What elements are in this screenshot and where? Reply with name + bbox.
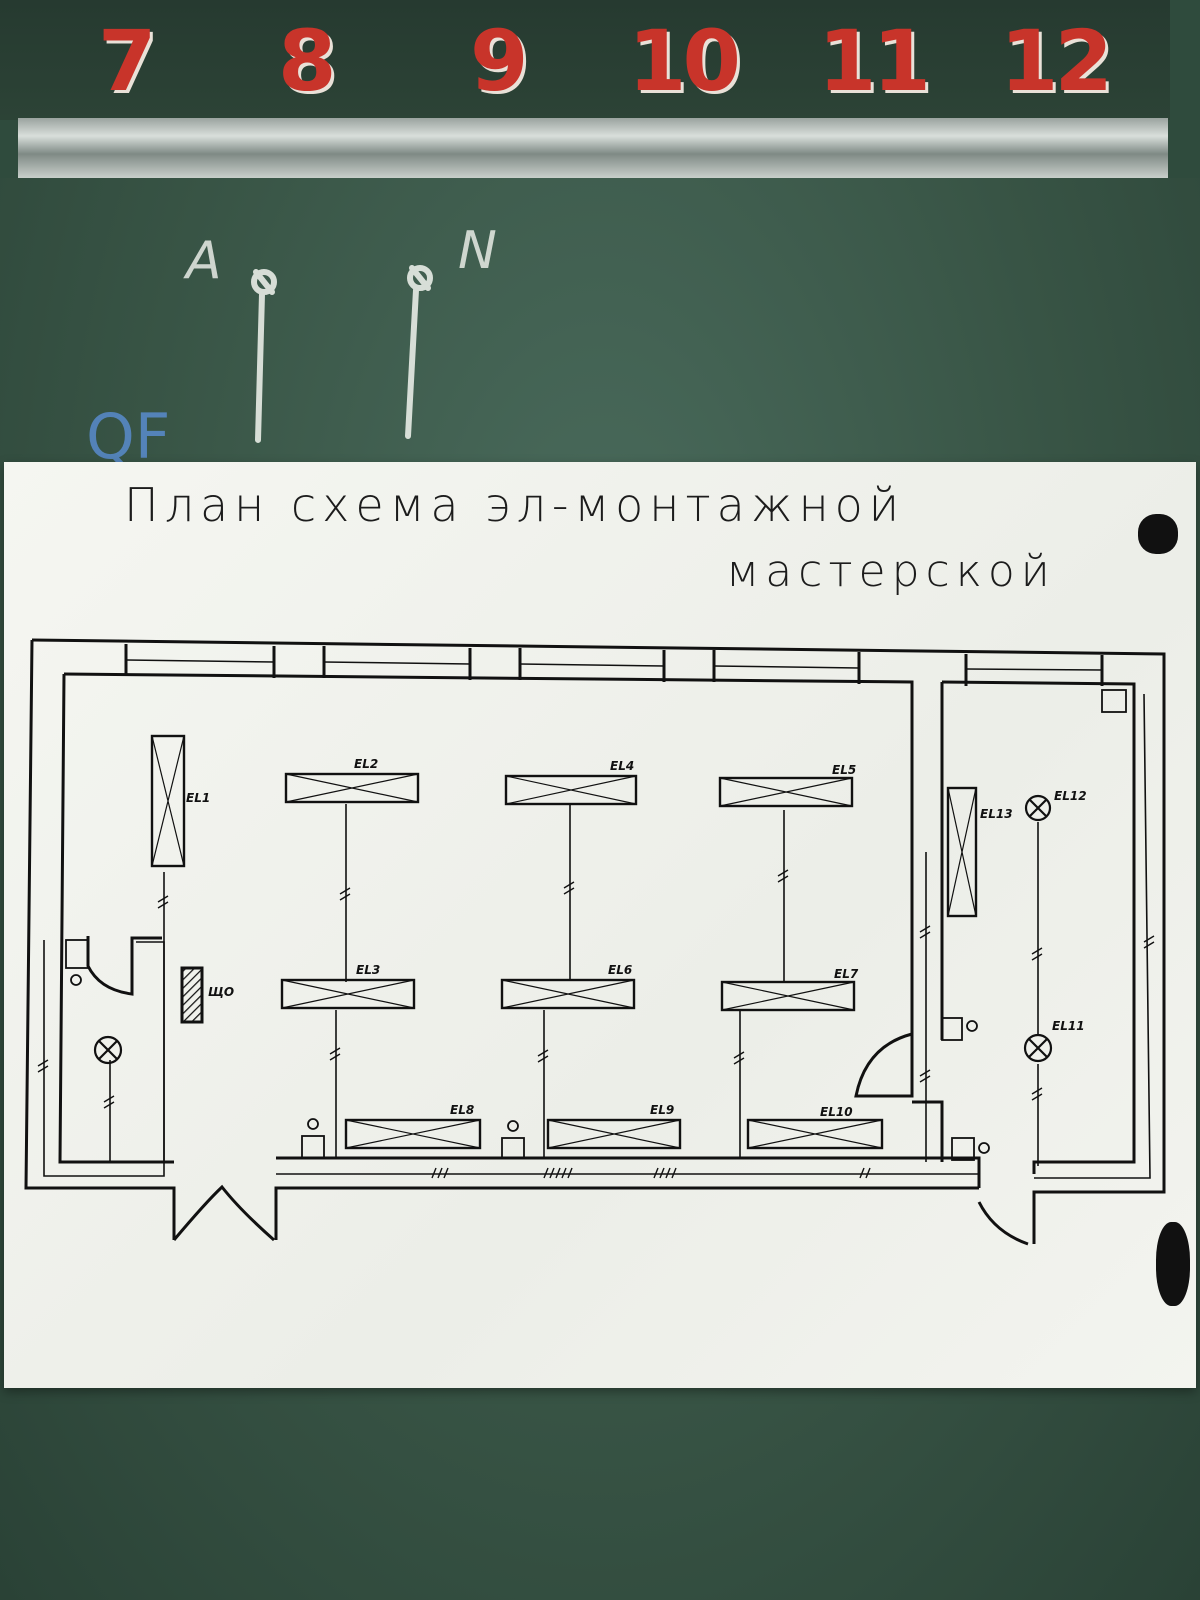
luminaire-el6: [500, 978, 636, 1010]
outer-wall-bottom: [274, 1186, 979, 1240]
chalk-wire-n: [405, 287, 419, 439]
switch-vestibule: [65, 939, 89, 969]
label-el10: EL10: [820, 1105, 853, 1119]
number-strip: 7 8 9 10 11 12: [0, 0, 1170, 120]
label-el1: EL1: [186, 791, 210, 805]
label-el9: EL9: [650, 1103, 674, 1117]
luminaire-el13: [946, 786, 978, 918]
chalk-letter-a: A: [183, 231, 222, 291]
luminaire-el1: [150, 734, 186, 868]
number-8: 8: [278, 12, 336, 110]
number-12: 12: [1000, 12, 1113, 110]
switch-lower: [951, 1137, 975, 1161]
number-9: 9: [470, 12, 528, 110]
rear-door: [977, 1201, 1029, 1246]
outer-wall: [31, 638, 1166, 1244]
chalk-letters-qf: QF: [86, 400, 170, 473]
label-el4: EL4: [610, 759, 634, 773]
luminaire-el5: [718, 776, 854, 808]
outer-wall-left: [24, 639, 176, 1240]
label-el12: EL12: [1054, 789, 1087, 803]
label-el2: EL2: [354, 757, 378, 771]
poster-title-line2: мастерской: [726, 546, 1056, 597]
number-7: 7: [98, 12, 156, 110]
label-el5: EL5: [832, 763, 856, 777]
luminaire-el3: [280, 978, 416, 1010]
inner-wall-right-room: [941, 680, 1136, 1174]
floor-plan: EL1 EL2 EL4 EL5 EL3 EL6 EL7 EL8 EL9 EL10…: [24, 638, 1166, 1246]
luminaire-el4: [504, 774, 638, 806]
poster: План схема эл-монтажной мастерской: [4, 462, 1196, 1388]
chalk-terminal-n: [407, 265, 433, 291]
number-11: 11: [818, 12, 931, 110]
magnet-bottom: [1156, 1222, 1190, 1306]
number-10: 10: [628, 12, 741, 110]
luminaire-el7: [720, 980, 856, 1012]
magnet-top: [1138, 514, 1178, 554]
label-el7: EL7: [834, 967, 859, 981]
inner-wall: [63, 672, 914, 1040]
poster-title-line1: План схема эл-монтажной: [124, 478, 906, 532]
lamp-el12: [1024, 794, 1052, 822]
chalk-wire-a: [255, 291, 265, 443]
label-el3: EL3: [356, 963, 380, 977]
label-el13: EL13: [980, 807, 1013, 821]
lamp-symbol-vestibule: [93, 1035, 123, 1065]
switch-partition: [941, 1017, 963, 1041]
vestibule-wall: [86, 936, 162, 996]
luminaire-el8: [344, 1118, 482, 1150]
label-el6: EL6: [608, 963, 632, 977]
luminaire-el10: [746, 1118, 884, 1150]
lamp-el11: [1023, 1033, 1053, 1063]
entrance-door: [172, 1184, 275, 1242]
label-el8: EL8: [450, 1103, 474, 1117]
socket-2: [501, 1137, 525, 1159]
label-shch: ЩО: [208, 985, 234, 999]
chalk-letter-n: N: [458, 221, 497, 281]
switch-right-room: [1101, 689, 1127, 713]
metal-rail: [18, 118, 1168, 182]
inner-wall-left: [58, 673, 174, 1164]
chalk-drawing: A N QF: [86, 221, 497, 473]
partition-lower: [912, 1100, 944, 1162]
label-el11: EL11: [1052, 1019, 1085, 1033]
partition-door: [854, 1032, 914, 1098]
distribution-board: [180, 966, 204, 1024]
luminaire-el9: [546, 1118, 682, 1150]
socket-1: [301, 1135, 325, 1159]
luminaire-el2: [284, 772, 420, 804]
luminaires: [150, 734, 978, 1150]
